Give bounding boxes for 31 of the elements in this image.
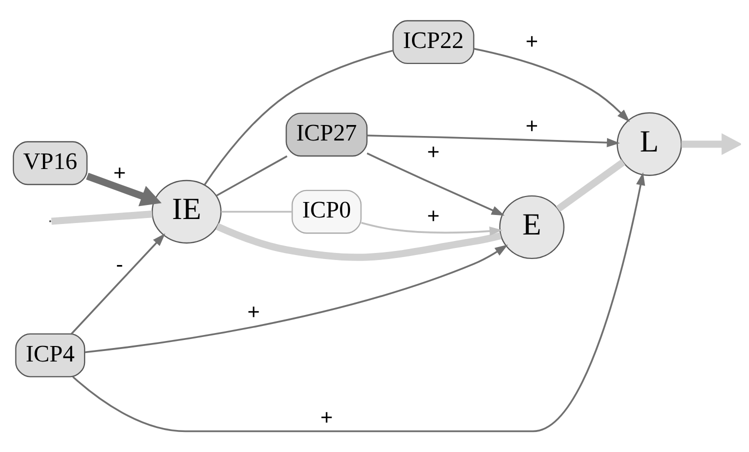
node-box: ICP22 bbox=[392, 20, 474, 64]
node-circle: E bbox=[499, 195, 564, 260]
arrow bbox=[86, 172, 162, 206]
edge-label: + bbox=[427, 140, 440, 164]
connector bbox=[556, 159, 626, 212]
arrow bbox=[474, 48, 630, 122]
arrow bbox=[366, 152, 505, 216]
arrow bbox=[84, 244, 508, 354]
edge-label: + bbox=[113, 161, 126, 186]
connector bbox=[216, 155, 288, 197]
arrow bbox=[367, 134, 620, 148]
node-circle: L bbox=[616, 112, 682, 176]
node-box: ICP0 bbox=[292, 190, 362, 234]
arrow bbox=[70, 233, 166, 334]
arrow bbox=[72, 172, 646, 432]
arrow bbox=[681, 133, 741, 156]
node-circle: IE bbox=[152, 180, 222, 244]
edge-label: - bbox=[116, 252, 124, 277]
node-box: ICP27 bbox=[286, 112, 368, 157]
node-box: VP16 bbox=[12, 141, 88, 186]
connector bbox=[204, 50, 394, 186]
connector bbox=[51, 210, 152, 225]
connector bbox=[216, 223, 502, 261]
edge-label: + bbox=[427, 204, 440, 228]
edge-label: + bbox=[320, 406, 333, 430]
edge-label: + bbox=[247, 300, 260, 324]
edge-label: + bbox=[526, 114, 538, 138]
edge-label: + bbox=[526, 30, 538, 54]
connector bbox=[221, 210, 292, 213]
node-box: ICP4 bbox=[15, 333, 86, 378]
arrow bbox=[361, 222, 503, 236]
